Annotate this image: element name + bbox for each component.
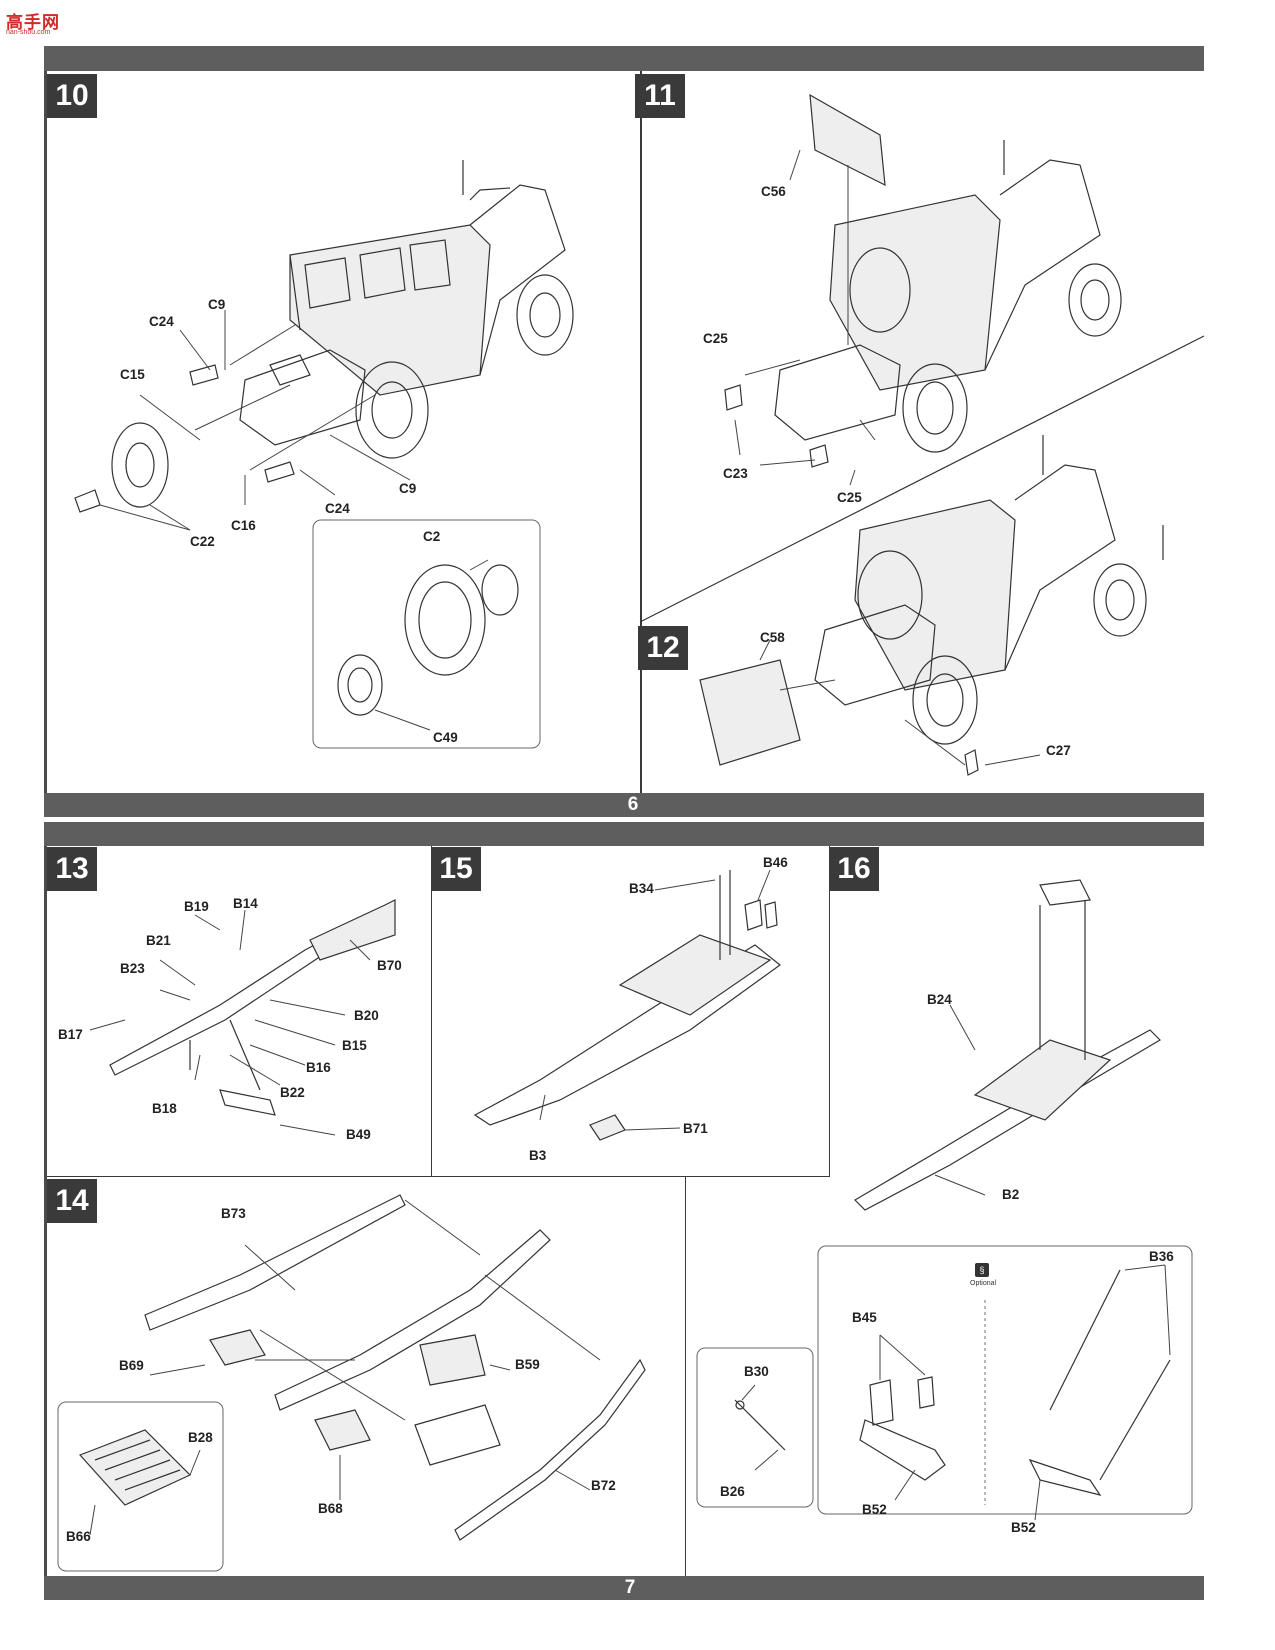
part-label: B26 <box>720 1484 745 1499</box>
part-label: B69 <box>119 1358 144 1373</box>
step11-tractor-drawing <box>724 93 1122 486</box>
step12-tractor-drawing <box>699 435 1164 776</box>
step-12-badge: 12 <box>638 626 688 670</box>
step-15-badge: 15 <box>431 847 481 891</box>
part-label: C49 <box>433 730 458 745</box>
part-label: B45 <box>852 1310 877 1325</box>
part-label: B23 <box>120 961 145 976</box>
part-label: B28 <box>188 1430 213 1445</box>
part-label: B52 <box>862 1502 887 1517</box>
page7-left-border <box>44 846 47 1576</box>
part-label: B19 <box>184 899 209 914</box>
page7-step14-right-border <box>685 1176 686 1576</box>
step10-inset-box <box>312 519 541 749</box>
step10-tractor-drawing <box>74 160 574 531</box>
page6-left-border <box>44 71 47 793</box>
step14-inset-box <box>57 1401 224 1572</box>
part-label: B20 <box>354 1008 379 1023</box>
page7-top-bar <box>44 822 1204 846</box>
step-11-badge: 11 <box>635 74 685 118</box>
part-label: B17 <box>58 1027 83 1042</box>
step16-optional-inset-parts <box>859 1264 1171 1521</box>
step-10-badge: 10 <box>47 74 97 118</box>
page6-footer-bar <box>44 793 1204 817</box>
part-label: B49 <box>346 1127 371 1142</box>
watermark-logo: 高手网 nan-shou.com <box>6 8 66 38</box>
step16-small-inset-box <box>696 1347 814 1508</box>
part-label: C9 <box>399 481 417 496</box>
step15-frame-drawing <box>473 869 781 1141</box>
step16-small-inset-parts <box>734 1384 786 1471</box>
part-label: B34 <box>629 881 654 896</box>
page6-divider <box>640 71 642 793</box>
part-label: B22 <box>280 1085 305 1100</box>
watermark-url: nan-shou.com <box>6 29 51 36</box>
part-label: B71 <box>683 1121 708 1136</box>
part-label: B46 <box>763 855 788 870</box>
part-label: C27 <box>1046 743 1071 758</box>
part-label: B36 <box>1149 1249 1174 1264</box>
part-label: C9 <box>208 297 226 312</box>
part-label: C24 <box>149 314 174 329</box>
part-label: B21 <box>146 933 171 948</box>
part-label: B66 <box>66 1529 91 1544</box>
step16-frame-drawing <box>854 879 1161 1211</box>
page6-top-bar <box>44 46 1204 71</box>
part-label: C2 <box>423 529 441 544</box>
page7-footer-bar <box>44 1576 1204 1600</box>
part-label: B3 <box>529 1148 547 1163</box>
part-label: C25 <box>837 490 862 505</box>
part-label: B2 <box>1002 1187 1020 1202</box>
part-label: B68 <box>318 1501 343 1516</box>
step11-12-diagonal <box>639 335 1205 623</box>
part-label: C25 <box>703 331 728 346</box>
page-number-7: 7 <box>624 1577 636 1598</box>
watermark-text: 高手网 <box>6 13 60 32</box>
part-label: B70 <box>377 958 402 973</box>
step-16-badge: 16 <box>829 847 879 891</box>
part-label: B52 <box>1011 1520 1036 1535</box>
part-label: B73 <box>221 1206 246 1221</box>
step14-inset-parts <box>78 1429 201 1536</box>
step-13-badge: 13 <box>47 847 97 891</box>
part-label: B16 <box>306 1060 331 1075</box>
part-label: B24 <box>927 992 952 1007</box>
part-label: B18 <box>152 1101 177 1116</box>
part-label: C16 <box>231 518 256 533</box>
page7-step15-right-border <box>829 846 830 1176</box>
part-label: C15 <box>120 367 145 382</box>
part-label: B30 <box>744 1364 769 1379</box>
part-label: B59 <box>515 1357 540 1372</box>
optional-icon: § <box>975 1263 989 1277</box>
part-label: C56 <box>761 184 786 199</box>
step13-frame-drawing <box>89 899 396 1136</box>
page-number-6: 6 <box>627 794 639 815</box>
step16-optional-inset-box <box>817 1245 1193 1515</box>
page7-step13-right-border <box>431 846 432 1176</box>
part-label: C23 <box>723 466 748 481</box>
part-label: C24 <box>325 501 350 516</box>
page7-row-divider <box>47 1176 830 1177</box>
optional-label: Optional <box>970 1280 997 1287</box>
part-label: B15 <box>342 1038 367 1053</box>
part-label: C58 <box>760 630 785 645</box>
step14-frame-drawing <box>144 1194 646 1541</box>
part-label: B72 <box>591 1478 616 1493</box>
step10-inset-wheel <box>337 559 519 731</box>
part-label: B14 <box>233 896 258 911</box>
part-label: C22 <box>190 534 215 549</box>
step-14-badge: 14 <box>47 1179 97 1223</box>
